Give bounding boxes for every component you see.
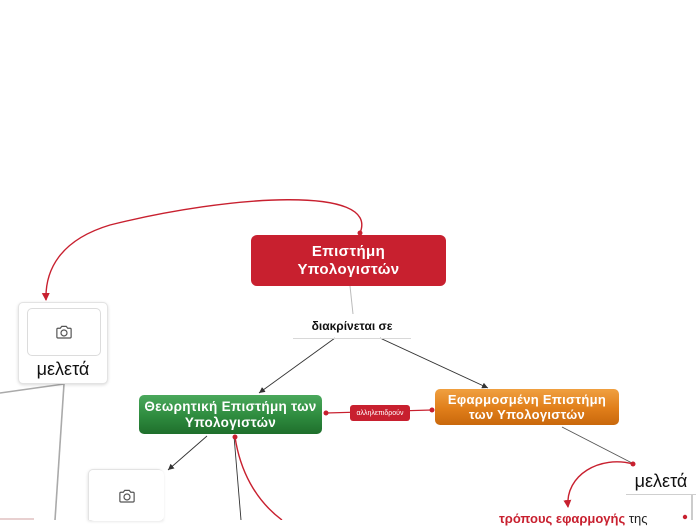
relation-dot-left [323,410,329,416]
applied-branch-label: Εφαρμοσμένη Επιστήμη των Υπολογιστών [447,392,607,422]
connector-label: διακρίνεται σε [311,319,393,333]
theoretical-branch-label: Θεωρητική Επιστήμη των Υπολογιστών [144,398,317,430]
study-topic-label: μελετά [634,470,688,491]
card-left-line-2 [54,383,65,520]
theoretical-down-line [233,435,242,520]
theoretical-branch-node[interactable]: Θεωρητική Επιστήμη των Υπολογιστών [139,395,322,434]
connector-to-applied-line [379,337,489,389]
card-left-line-1 [0,383,65,394]
camera-icon [118,489,135,503]
applied-to-topic-line [561,426,633,464]
image-placeholder[interactable] [27,308,101,356]
partial-tail: της [625,511,648,526]
camera-icon [56,325,72,339]
root-to-card-curve [41,199,363,301]
root-curve-dot [357,230,363,236]
root-node[interactable]: Επιστήμη Υπολογιστών [251,235,446,286]
partial-highlight: τρόπους εφαρμογής [499,511,626,526]
study-topic-right[interactable]: μελετά [626,468,696,495]
image-card-bottom[interactable] [88,469,164,521]
applied-red-curve [563,461,634,508]
relation-dot-right [429,407,435,413]
applied-red-dot [630,461,636,467]
relation-label: αλληλεπιδρούν [356,409,404,417]
topic-right-dot [682,514,688,520]
study-card-label: μελετά [36,359,90,379]
relation-label-box[interactable]: αλληλεπιδρούν [350,405,410,421]
connector-to-theoretical-line [258,337,336,394]
study-card-left[interactable]: μελετά [18,302,108,384]
theoretical-red-dot [232,434,238,440]
image-placeholder-bottom[interactable] [89,470,164,521]
theoretical-red-curve [234,436,283,520]
theoretical-to-card-line [167,435,208,471]
connector-phrase[interactable]: διακρίνεται σε [293,314,411,339]
partial-topic-text[interactable]: τρόπους εφαρμογής της [499,511,647,526]
root-to-connector-line [349,285,354,315]
root-label: Επιστήμη Υπολογιστών [297,242,400,278]
applied-branch-node[interactable]: Εφαρμοσμένη Επιστήμη των Υπολογιστών [435,389,619,425]
